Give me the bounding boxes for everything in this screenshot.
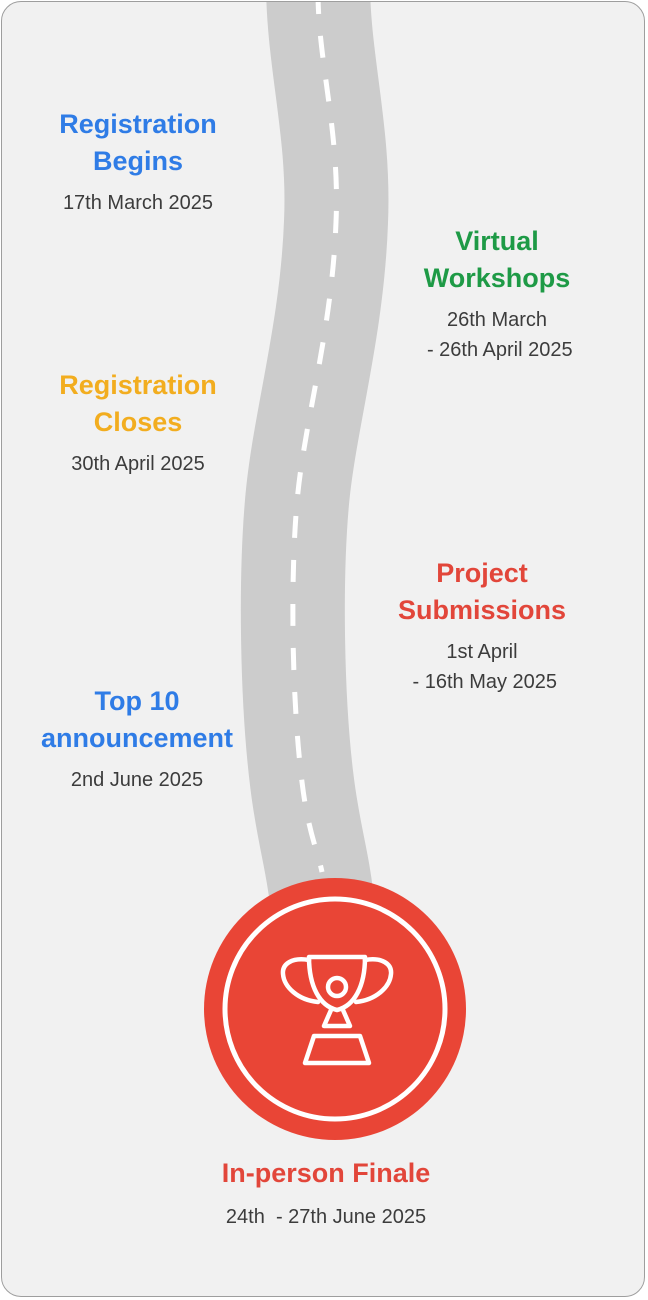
road	[240, 2, 389, 908]
milestone-date: 17th March 2025	[62, 192, 214, 214]
finale-badge	[204, 878, 466, 1140]
milestone-date: 2nd June 2025	[70, 769, 204, 791]
trophy-icon	[280, 954, 394, 1066]
finale-title: In-person Finale	[221, 1158, 431, 1188]
milestone-in-person-finale: In-person Finale 24th - 27th June 2025	[2, 1155, 644, 1232]
finale-date: 24th - 27th June 2025	[225, 1206, 427, 1228]
milestone-date: 26th March - 26th April 2025	[426, 309, 573, 361]
lane-marking	[290, 2, 339, 873]
milestone-date: 30th April 2025	[71, 453, 205, 475]
milestone-date: 1st April - 16th May 2025	[412, 641, 558, 693]
